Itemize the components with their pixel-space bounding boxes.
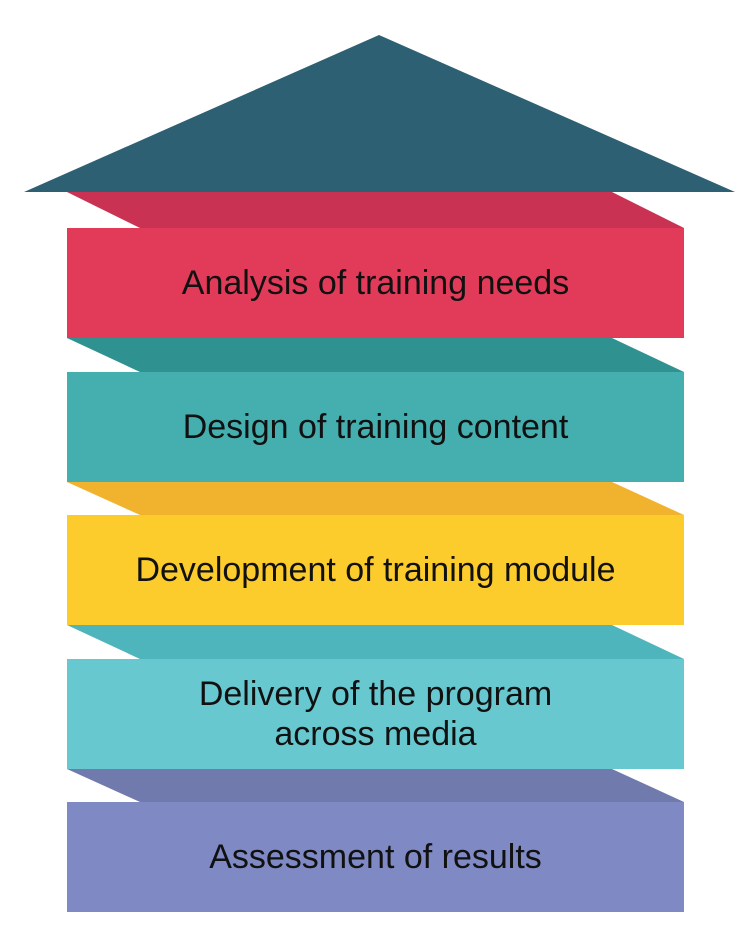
stage-5-box [67, 802, 684, 912]
stage-5-label: Assessment of results [209, 838, 542, 876]
stage-2-box [67, 372, 684, 482]
stage-2-top-face [67, 338, 684, 372]
stage-1-box [67, 228, 684, 338]
stage-3-label: Development of training module [135, 551, 616, 589]
stage-1-label: Analysis of training needs [181, 264, 570, 302]
roof-arrow-shape [24, 35, 735, 192]
stage-4-box [67, 659, 684, 769]
stage-3-top-face [67, 482, 684, 515]
stage-4-label: Delivery of the program across media [198, 675, 553, 753]
stage-2-label: Design of training content [182, 408, 569, 446]
stage-3-box [67, 515, 684, 625]
stage-1-top-face [67, 192, 684, 228]
stage-4-top-face [67, 625, 684, 659]
stage-5-top-face [67, 769, 684, 802]
